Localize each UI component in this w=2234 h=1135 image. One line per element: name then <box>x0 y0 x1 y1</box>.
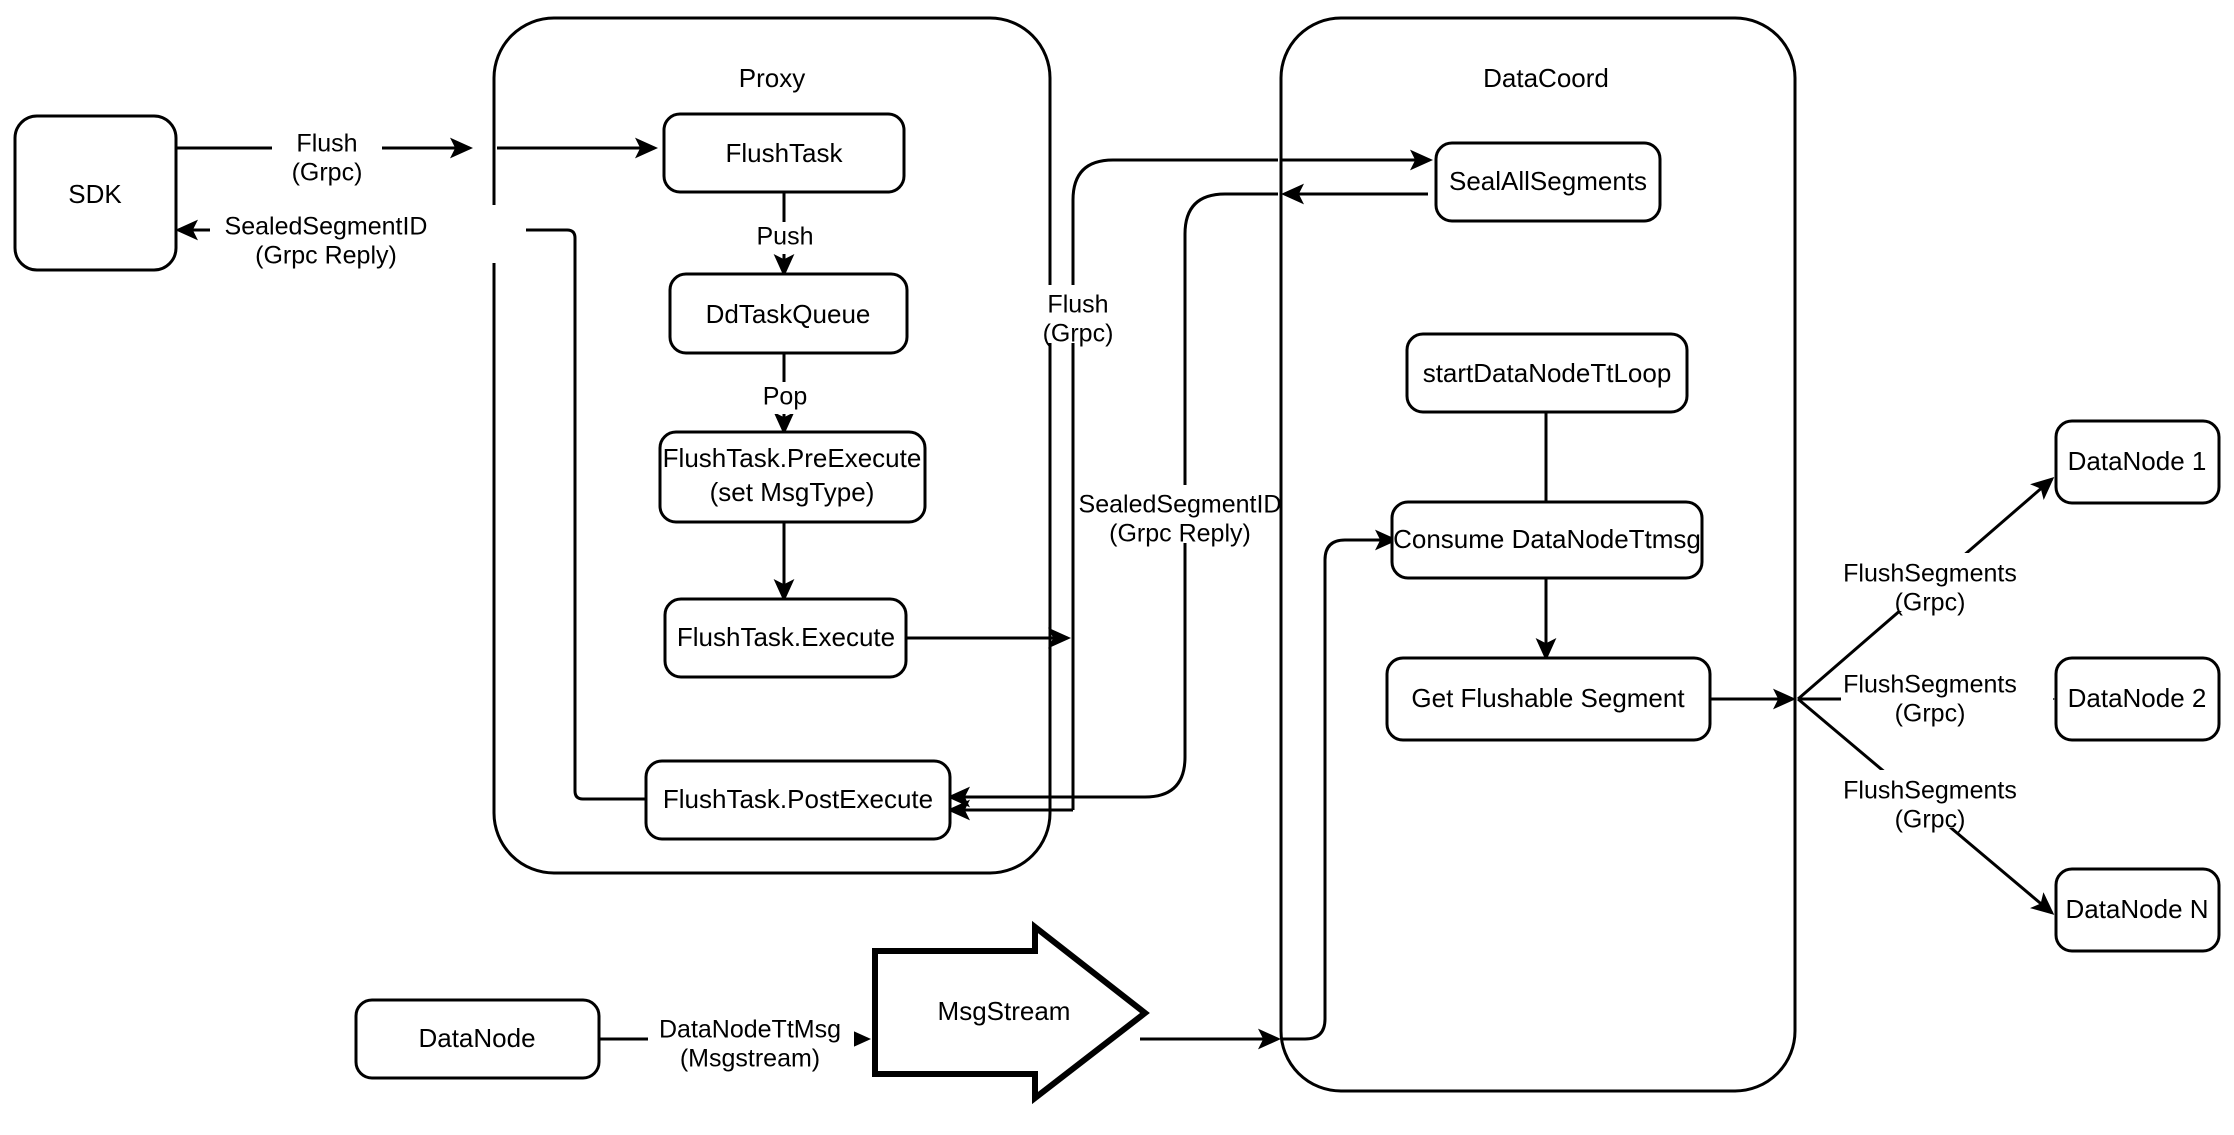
label-flush-segments-2: FlushSegments (Grpc) <box>1841 664 2053 728</box>
preexecute-label-line1: FlushTask.PreExecute <box>663 443 922 473</box>
preexecute-label-line2: (set MsgType) <box>710 477 875 507</box>
label-flushsegments-1-line2: (Grpc) <box>1895 589 1966 617</box>
label-coord-flush-line1: Flush <box>1047 291 1108 319</box>
postexecute-box[interactable] <box>644 759 952 841</box>
label-coord-to-proxy-sealedsegmentid: SealedSegmentID (Grpc Reply) <box>1079 485 1282 548</box>
label-flushsegments-2-line1: FlushSegments <box>1843 671 2017 699</box>
flushtask-label: FlushTask <box>725 138 843 168</box>
label-coord-flush-line2: (Grpc) <box>1043 320 1114 348</box>
edge-flush-bus-riser <box>1071 158 1278 638</box>
msgstream-arrow-shape[interactable] <box>872 920 1150 1105</box>
label-flushsegments-2-line2: (Grpc) <box>1895 700 1966 728</box>
node-datanode-source[interactable]: DataNode <box>354 998 601 1080</box>
label-pop: Pop <box>748 382 822 414</box>
getflushablesegment-label: Get Flushable Segment <box>1411 683 1685 713</box>
label-proxy-to-sdk-sealedsegmentid: SealedSegmentID (Grpc Reply) <box>210 205 526 270</box>
node-datanode-2[interactable]: DataNode 2 <box>2054 656 2221 742</box>
sdk-label: SDK <box>68 179 122 209</box>
label-datanodettmsg-line1: DataNodeTtMsg <box>659 1016 841 1044</box>
ddtaskqueue-box[interactable] <box>668 272 909 355</box>
node-dd-task-queue[interactable]: DdTaskQueue <box>668 272 909 355</box>
label-flush-segments-1: FlushSegments (Grpc) <box>1841 553 2053 617</box>
label-flushsegments-n-line2: (Grpc) <box>1895 806 1966 834</box>
label-flush-line2: (Grpc) <box>292 159 363 187</box>
execute-label: FlushTask.Execute <box>677 622 895 652</box>
node-msgstream[interactable]: MsgStream <box>872 920 1150 1105</box>
startdatanodettloop-box[interactable] <box>1405 332 1689 414</box>
label-datanodettmsg-line2: (Msgstream) <box>680 1045 820 1073</box>
label-sdk-to-proxy-flush: Flush (Grpc) <box>272 122 382 187</box>
node-start-datanode-tt-loop[interactable]: startDataNodeTtLoop <box>1405 332 1689 414</box>
label-flush-segments-n: FlushSegments (Grpc) <box>1841 770 2053 834</box>
label-push-text: Push <box>757 223 814 251</box>
preexecute-box[interactable] <box>658 430 927 524</box>
node-datanode-1[interactable]: DataNode 1 <box>2054 419 2221 505</box>
execute-box[interactable] <box>663 597 908 679</box>
postexecute-label: FlushTask.PostExecute <box>663 784 933 814</box>
label-flush-line1: Flush <box>296 130 357 158</box>
consume-datanodettmsg-label: Consume DataNodeTtmsg <box>1393 524 1701 554</box>
datanode-2-box[interactable] <box>2054 656 2221 742</box>
label-flushsegments-1-line1: FlushSegments <box>1843 560 2017 588</box>
datanode-n-label: DataNode N <box>2065 894 2208 924</box>
node-datanode-n[interactable]: DataNode N <box>2054 867 2221 953</box>
node-flush-task[interactable]: FlushTask <box>662 112 906 194</box>
sealallsegments-label: SealAllSegments <box>1449 166 1647 196</box>
label-flushsegments-n-line1: FlushSegments <box>1843 777 2017 805</box>
label-coord-reply-line2: (Grpc Reply) <box>1109 520 1251 548</box>
node-flushtask-execute[interactable]: FlushTask.Execute <box>663 597 908 679</box>
label-coord-reply-line1: SealedSegmentID <box>1079 491 1282 519</box>
startdatanodettloop-label: startDataNodeTtLoop <box>1423 358 1672 388</box>
datanode-1-box[interactable] <box>2054 419 2221 505</box>
consume-datanodettmsg-box[interactable] <box>1390 500 1704 580</box>
datanode-2-label: DataNode 2 <box>2068 683 2207 713</box>
edge-datacoord-border-to-consume <box>1281 529 1398 1041</box>
label-push: Push <box>742 222 828 254</box>
ddtaskqueue-label: DdTaskQueue <box>706 299 871 329</box>
flushtask-box[interactable] <box>662 112 906 194</box>
datanode-source-box[interactable] <box>354 998 601 1080</box>
datanode-1-label: DataNode 1 <box>2068 446 2207 476</box>
edge-postexecute-to-sdk-sealedsegmentid <box>175 219 646 801</box>
label-sealedsegmentid-line2: (Grpc Reply) <box>255 242 397 270</box>
datanode-source-label: DataNode <box>418 1023 535 1053</box>
node-get-flushable-segment[interactable]: Get Flushable Segment <box>1385 656 1712 742</box>
label-datanode-ttmsg: DataNodeTtMsg (Msgstream) <box>648 1010 854 1073</box>
getflushablesegment-box[interactable] <box>1385 656 1712 742</box>
msgstream-label: MsgStream <box>938 996 1071 1026</box>
node-consume-datanode-ttmsg[interactable]: Consume DataNodeTtmsg <box>1390 500 1704 580</box>
label-sealedsegmentid-line1: SealedSegmentID <box>225 213 428 241</box>
node-seal-all-segments[interactable]: SealAllSegments <box>1434 141 1662 223</box>
datacoord-container-title: DataCoord <box>1483 63 1609 93</box>
node-flushtask-postexecute[interactable]: FlushTask.PostExecute <box>644 759 952 841</box>
sdk-box[interactable] <box>13 114 178 272</box>
node-sdk[interactable]: SDK <box>13 114 178 272</box>
node-flushtask-preexecute[interactable]: FlushTask.PreExecute (set MsgType) <box>658 430 927 524</box>
label-proxy-to-coord-flush: Flush (Grpc) <box>1022 285 1126 348</box>
sealallsegments-box[interactable] <box>1434 141 1662 223</box>
label-pop-text: Pop <box>763 383 807 411</box>
proxy-container-title: Proxy <box>739 63 805 93</box>
datanode-n-box[interactable] <box>2054 867 2221 953</box>
